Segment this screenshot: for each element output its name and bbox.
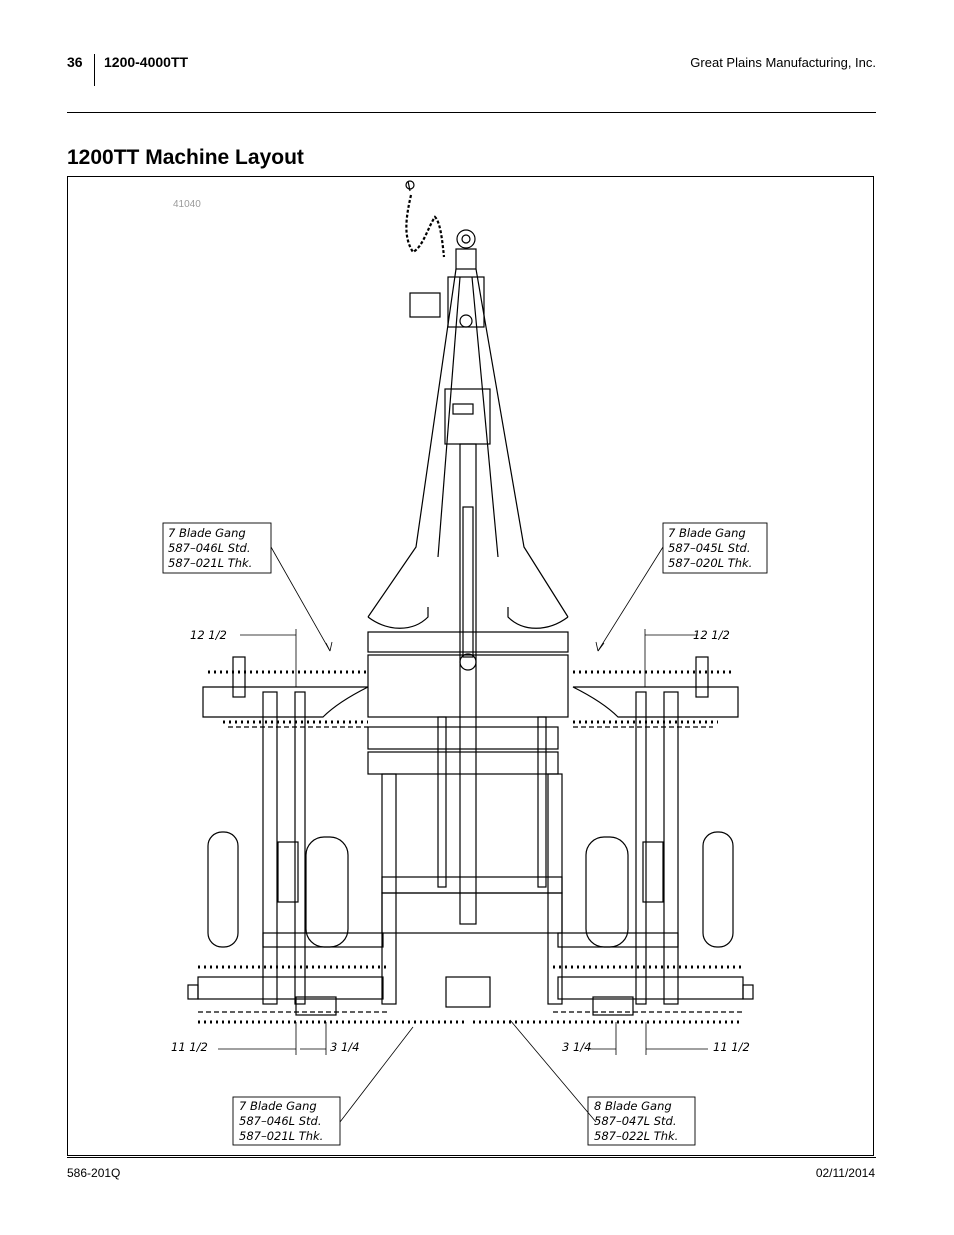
dimension-labels: 12 1/2 12 1/2 11 1/2 3 1/4 3 1/4 11 1/2: [171, 628, 750, 1054]
center-frame: [367, 631, 569, 1005]
svg-text:587–021L Thk.: 587–021L Thk.: [168, 556, 252, 570]
left-wing: [197, 656, 388, 1016]
figure-number: 41040: [173, 199, 201, 210]
header-divider: [94, 54, 95, 86]
svg-text:8 Blade Gang: 8 Blade Gang: [594, 1099, 672, 1113]
company-name: Great Plains Manufacturing, Inc.: [690, 55, 876, 70]
svg-text:587–046L Std.: 587–046L Std.: [239, 1114, 321, 1128]
dim-top-right: 12 1/2: [693, 628, 730, 642]
figure-frame: 41040: [67, 176, 874, 1156]
leader-lines: [270, 546, 664, 1123]
svg-text:587–047L Std.: 587–047L Std.: [594, 1114, 676, 1128]
dim-bottom-right-outer: 11 1/2: [713, 1040, 750, 1054]
hydraulic-cylinder: [462, 506, 474, 658]
callout-top-left: 7 Blade Gang 587–046L Std. 587–021L Thk.: [162, 522, 272, 574]
callout-bottom-right: 8 Blade Gang 587–047L Std. 587–022L Thk.: [587, 1096, 696, 1146]
control-box-panel: [452, 403, 474, 415]
svg-text:587–045L Std.: 587–045L Std.: [668, 541, 750, 555]
doc-date: 02/11/2014: [815, 1166, 875, 1180]
dim-bottom-left-inner: 3 1/4: [330, 1040, 359, 1054]
dimension-lines: [218, 629, 708, 1055]
dim-bottom-right-inner: 3 1/4: [562, 1040, 591, 1054]
doc-number: 586-201Q: [67, 1166, 121, 1180]
svg-text:7 Blade Gang: 7 Blade Gang: [168, 526, 246, 540]
svg-text:7 Blade Gang: 7 Blade Gang: [239, 1099, 317, 1113]
svg-text:587–020L Thk.: 587–020L Thk.: [668, 556, 752, 570]
right-wing: [553, 656, 744, 1016]
machine-layout-drawing: 7 Blade Gang 587–046L Std. 587–021L Thk.…: [162, 180, 768, 1146]
dim-top-left: 12 1/2: [190, 628, 227, 642]
callout-top-right: 7 Blade Gang 587–045L Std. 587–020L Thk.: [662, 522, 768, 574]
svg-text:587–022L Thk.: 587–022L Thk.: [594, 1129, 678, 1143]
footer-rule: [67, 1157, 876, 1158]
svg-text:587–046L Std.: 587–046L Std.: [168, 541, 250, 555]
svg-text:587–021L Thk.: 587–021L Thk.: [239, 1129, 323, 1143]
dim-bottom-left-outer: 11 1/2: [171, 1040, 208, 1054]
page-number: 36: [67, 54, 83, 70]
center-gearbox: [445, 976, 491, 1008]
callout-bottom-left: 7 Blade Gang 587–046L Std. 587–021L Thk.: [232, 1096, 341, 1146]
center-beam: [459, 443, 477, 925]
header-rule: [67, 112, 876, 113]
svg-text:7 Blade Gang: 7 Blade Gang: [668, 526, 746, 540]
tongue-frame: [367, 268, 569, 629]
hitch-assembly: [405, 180, 485, 328]
page-title: 1200TT Machine Layout: [67, 146, 304, 169]
model-name: 1200-4000TT: [104, 54, 189, 70]
